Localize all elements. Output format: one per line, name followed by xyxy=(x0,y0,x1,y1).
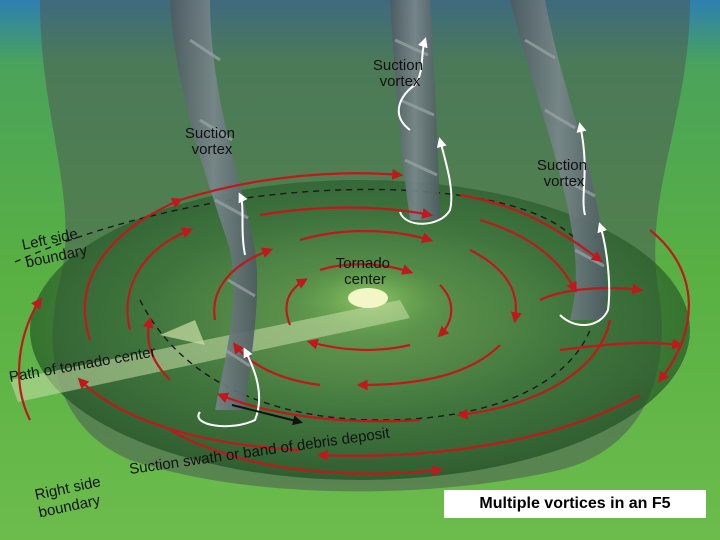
red-arrow xyxy=(456,319,612,420)
vortex-left xyxy=(170,0,258,410)
red-arrow xyxy=(316,394,641,461)
red-arrow xyxy=(649,229,690,383)
red-arrow xyxy=(142,316,171,381)
red-arrow xyxy=(559,338,684,352)
tornado-center-spot xyxy=(348,288,388,308)
red-arrow xyxy=(437,284,453,338)
red-arrow xyxy=(539,283,644,301)
path-arrowhead xyxy=(160,320,205,345)
right-boundary-line xyxy=(139,299,591,421)
red-arrow xyxy=(233,342,321,387)
vortex-right xyxy=(510,0,608,320)
red-arrow xyxy=(77,377,301,452)
path-direction-arrow xyxy=(231,404,303,426)
red-arrow xyxy=(259,206,434,219)
tornado-center-label: Tornado center xyxy=(336,255,394,288)
vortex-rotation-arrows xyxy=(197,37,611,428)
red-arrow xyxy=(83,197,184,341)
red-arrow xyxy=(356,344,501,391)
red-arrow xyxy=(179,168,404,202)
circulation-arrows xyxy=(18,168,690,477)
red-arrow xyxy=(299,229,434,244)
red-arrow xyxy=(469,249,522,324)
red-arrow xyxy=(306,338,411,352)
white-arrow xyxy=(238,192,248,256)
red-arrow xyxy=(126,227,194,331)
white-arrow xyxy=(576,122,587,216)
red-arrow xyxy=(169,429,444,477)
red-arrow xyxy=(319,263,414,275)
white-arrow xyxy=(397,37,428,131)
red-arrow xyxy=(216,392,421,423)
red-arrow xyxy=(459,193,603,262)
white-arrow xyxy=(197,347,261,428)
white-arrow xyxy=(399,137,453,225)
red-arrow xyxy=(18,297,42,421)
red-arrow xyxy=(285,278,308,326)
path-band xyxy=(10,300,410,402)
suction-vortex-left-label: Suction vortex xyxy=(185,125,239,158)
suction-vortex-top-label: Suction vortex xyxy=(373,57,427,90)
red-arrow xyxy=(213,247,274,321)
red-arrow xyxy=(479,218,577,293)
left-boundary-line xyxy=(14,188,591,263)
white-arrow xyxy=(559,222,611,327)
suction-vortex-right-label: Suction vortex xyxy=(537,157,591,190)
vortex-top xyxy=(390,0,440,220)
caption: Multiple vortices in an F5 xyxy=(444,490,706,518)
